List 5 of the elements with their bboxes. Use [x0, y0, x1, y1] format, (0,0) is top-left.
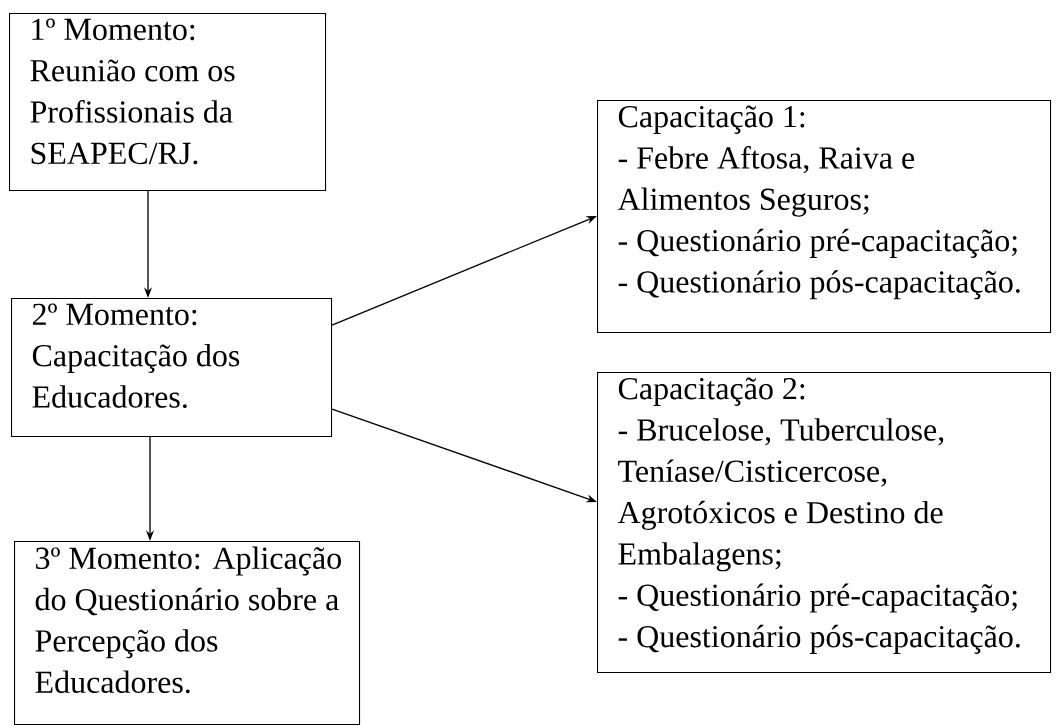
process-box: 1º Momento: Reunião com os Profissionais da SEAPEC/RJ.	[9, 13, 327, 192]
process-box: 3º Momento: Aplicação do Questionário sobre a Percepção dos Educadores.	[14, 541, 361, 726]
process-box: 2º Momento: Capacitação dos Educadores.	[11, 298, 333, 438]
process-box: Capacitação 1: - Febre Aftosa, Raiva e Alimentos Seguros; - Questionário pré-capacitação; - Questionário pós-capacitação.	[597, 100, 1052, 334]
process-box: Capacitação 2: - Brucelose, Tuberculose, Teníase/Cisticercose, Agrotóxicos e Destino de Embalagens; - Questionário pré-capacitação; - Questionário pós-capacitação.	[597, 372, 1052, 674]
